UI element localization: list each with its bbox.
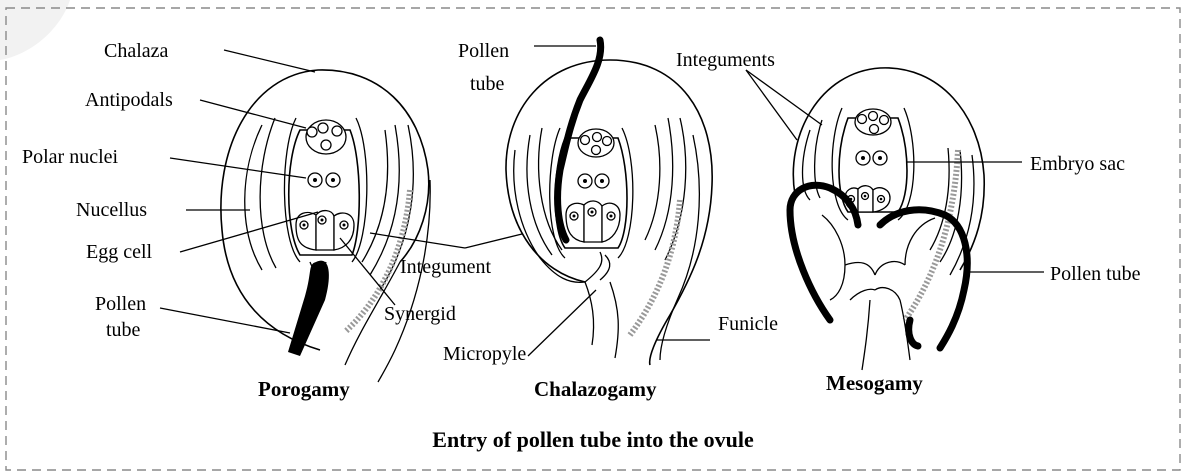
- label-funicle: Funicle: [718, 313, 778, 335]
- label-chalaza: Chalaza: [104, 40, 169, 62]
- figure-caption: Entry of pollen tube into the ovule: [432, 427, 754, 452]
- porogamy-ovule: [221, 70, 430, 382]
- watermark: [0, 0, 70, 60]
- label-egg-cell: Egg cell: [86, 241, 153, 263]
- label-nucellus: Nucellus: [76, 199, 147, 221]
- mesogamy-ovule: [790, 68, 984, 370]
- label-synergid: Synergid: [384, 303, 456, 325]
- title-mesogamy: Mesogamy: [826, 371, 923, 395]
- label-pollen-tube-line1: Pollen: [95, 293, 146, 315]
- chalazogamy-label-pollen-line1: Pollen: [458, 40, 509, 62]
- porogamy-pollen-tube: [288, 261, 329, 356]
- title-porogamy: Porogamy: [258, 377, 350, 401]
- porogamy-leaders: [160, 50, 522, 333]
- chalazogamy-label-pollen-line2: tube: [470, 73, 505, 95]
- chalazogamy-ovule: [506, 40, 712, 365]
- label-polar-nuclei: Polar nuclei: [22, 146, 119, 168]
- label-embryo-sac: Embryo sac: [1030, 153, 1125, 175]
- label-integuments: Integuments: [676, 49, 775, 71]
- mesogamy-pollen-tube: [790, 185, 858, 320]
- title-chalazogamy: Chalazogamy: [534, 377, 657, 401]
- label-pollen-tube-line2: tube: [106, 319, 141, 341]
- label-antipodals: Antipodals: [85, 89, 173, 111]
- label-integument: Integument: [400, 256, 492, 278]
- label-mesogamy-pollen-tube: Pollen tube: [1050, 263, 1141, 285]
- label-micropyle: Micropyle: [443, 343, 526, 365]
